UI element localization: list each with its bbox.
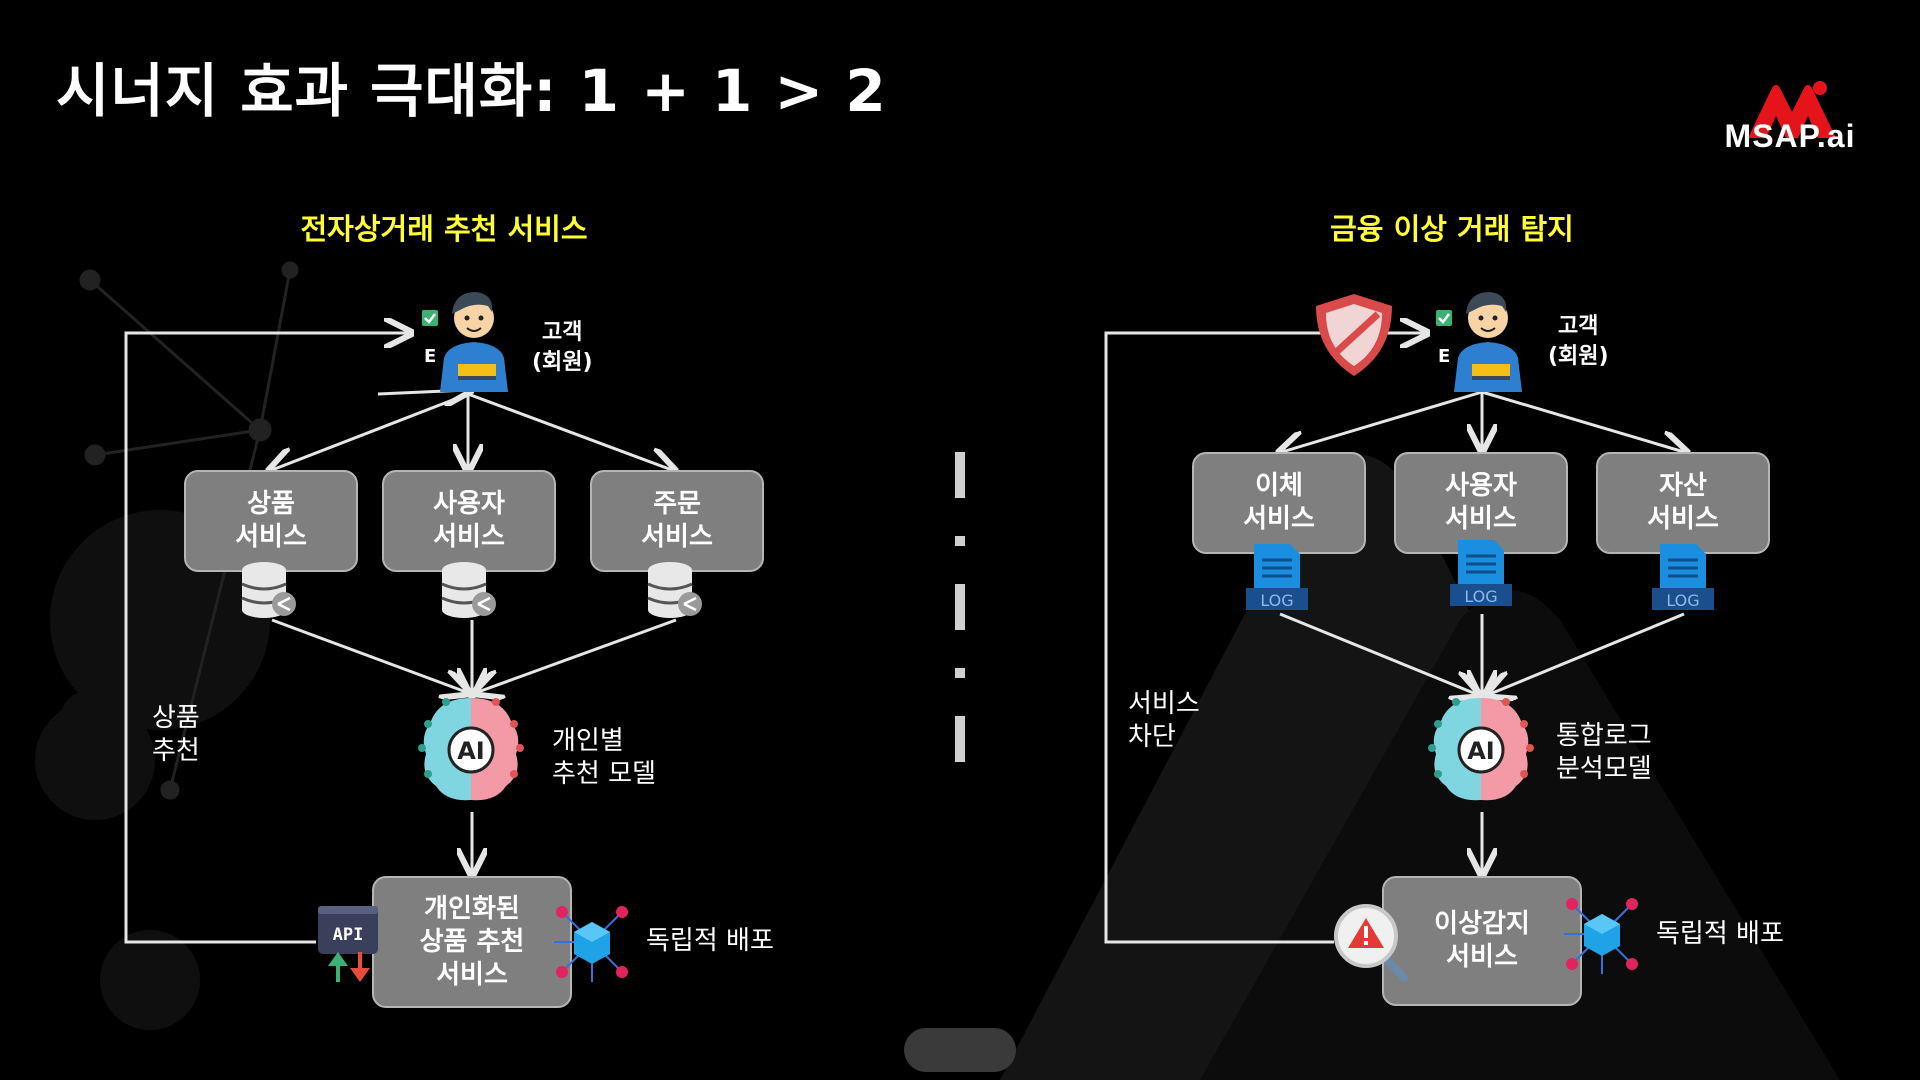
order-service-box: 주문 서비스	[590, 470, 764, 572]
api-icon: API	[318, 906, 378, 982]
api-text: API	[333, 925, 364, 945]
right-deploy-label: 독립적 배포	[1656, 919, 1784, 949]
svg-text:E: E	[424, 346, 436, 367]
asset-service-box: 자산 서비스	[1596, 452, 1770, 554]
right-section-title: 금융 이상 거래 탐지	[1330, 212, 1574, 246]
page-title: 시너지 효과 극대화: 1 + 1 > 2	[56, 57, 887, 125]
cube-network-icon	[554, 906, 628, 982]
log-text: LOG	[1464, 587, 1497, 606]
right-customer-label: 고객 (회원)	[1548, 314, 1609, 369]
user-service-box: 사용자 서비스	[382, 470, 556, 572]
log-file-icon: LOG	[1450, 540, 1512, 606]
log-file-icon: LOG	[1246, 544, 1308, 610]
personalized-recommendation-box: 개인화된 상품 추천 서비스	[372, 876, 572, 1008]
svg-text:AI: AI	[1467, 737, 1495, 765]
logo-text: MSAP.ai	[1724, 118, 1856, 154]
log-file-icon: LOG	[1652, 544, 1714, 610]
right-model-label: 통합로그 분석모델	[1556, 721, 1652, 784]
anomaly-detection-box: 이상감지 서비스	[1382, 876, 1582, 1006]
svg-text:E: E	[1438, 346, 1450, 367]
ai-brain-icon: AI	[418, 698, 524, 801]
database-icon	[647, 562, 702, 618]
log-text: LOG	[1666, 591, 1699, 610]
product-service-box: 상품 서비스	[184, 470, 358, 572]
left-deploy-label: 독립적 배포	[646, 926, 774, 956]
transfer-service-box: 이체 서비스	[1192, 452, 1366, 554]
left-model-label: 개인별 추천 모델	[552, 726, 656, 789]
svg-text:AI: AI	[457, 737, 485, 765]
left-section-title: 전자상거래 추천 서비스	[300, 212, 588, 246]
log-text: LOG	[1260, 591, 1293, 610]
msap-logo-icon	[1748, 81, 1836, 138]
shield-icon	[1316, 294, 1392, 376]
right-feedback-label: 서비스 차단	[1128, 689, 1200, 752]
database-icon	[241, 562, 296, 618]
ai-brain-icon: AI	[1428, 698, 1534, 801]
user-service-box-right: 사용자 서비스	[1394, 452, 1568, 554]
customer-icon: E	[1436, 292, 1522, 392]
database-icon	[441, 562, 496, 618]
left-customer-label: 고객 (회원)	[532, 320, 593, 375]
cube-network-icon	[1564, 898, 1638, 974]
customer-icon: E	[422, 292, 508, 392]
warning-magnifier-icon	[1334, 904, 1408, 982]
left-feedback-label: 상품 추천	[152, 703, 200, 766]
